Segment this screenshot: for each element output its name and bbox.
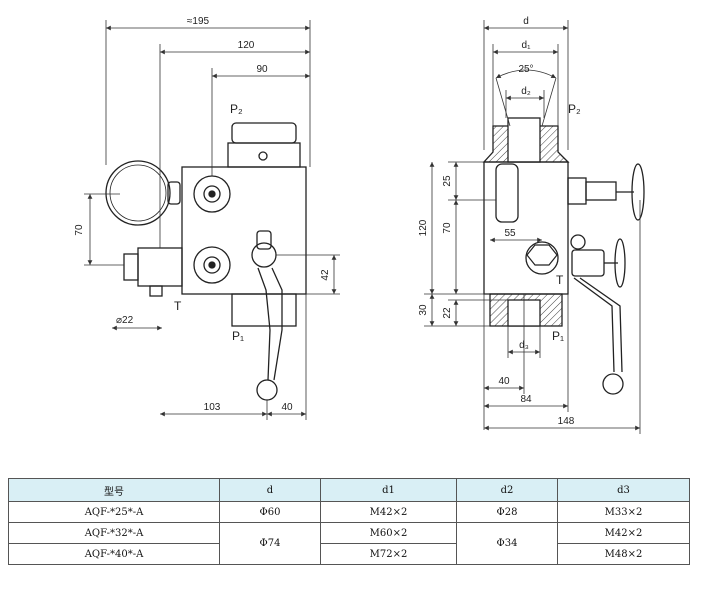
cell-model: AQF-*40*-A <box>8 543 220 565</box>
pressure-gauge <box>105 160 171 226</box>
dim-d1: d₁ <box>522 40 532 51</box>
handle-ball-left <box>256 379 278 401</box>
table-row: AQF-*32*-A Φ74 M60×2 Φ34 M42×2 <box>8 522 690 565</box>
cell-d3: M33×2 <box>557 501 690 523</box>
right-side-view <box>482 117 645 395</box>
header-model: 型号 <box>8 478 220 502</box>
valve-drawing: ≈195 120 90 70 42 ⌀22 103 40 P₂ P₁ T <box>74 16 645 434</box>
cell-model: AQF-*25*-A <box>8 501 220 523</box>
dim-55: 55 <box>504 228 516 239</box>
table-row: AQF-*40*-A M72×2 M48×2 <box>8 543 690 565</box>
dim-d3: d₃ <box>519 340 529 351</box>
dim-120-right: 120 <box>418 219 429 236</box>
header-d: d <box>219 478 321 502</box>
cell-d: Φ60 <box>219 501 321 523</box>
dim-30: 30 <box>418 304 429 316</box>
table-header-row: 型号 d d1 d2 d3 <box>8 478 690 502</box>
lower-knob <box>193 246 231 284</box>
header-d2: d2 <box>456 478 558 502</box>
dim-40-right: 40 <box>498 376 510 387</box>
dim-148: 148 <box>558 416 575 427</box>
cell-d3: M42×2 <box>557 522 690 544</box>
dim-25deg: 25° <box>518 64 533 75</box>
dim-40-left: 40 <box>281 402 293 413</box>
header-d3: d3 <box>557 478 690 502</box>
dim-70: 70 <box>74 224 85 236</box>
dim-90: 90 <box>256 64 268 75</box>
cell-d: Φ74 <box>219 522 321 565</box>
dim-22-right: 22 <box>442 307 453 319</box>
dim-25: 25 <box>442 175 453 187</box>
table-row: AQF-*25*-A Φ60 M42×2 Φ28 M33×2 <box>8 501 690 523</box>
port-p1-right: P₁ <box>552 329 564 343</box>
cell-d1: M42×2 <box>320 501 457 523</box>
dim-d: d <box>523 16 529 27</box>
handle-ball-right <box>602 373 624 395</box>
right-view-labels: d d₁ 25° d₂ 25 120 70 55 30 22 d₃ 40 84 … <box>418 16 581 427</box>
left-front-view <box>105 122 307 401</box>
dim-22: ⌀22 <box>116 315 134 326</box>
port-t-left: T <box>174 299 182 313</box>
dim-overall-width: ≈195 <box>187 16 210 27</box>
port-p1-left: P₁ <box>232 329 244 343</box>
dim-70-right: 70 <box>442 222 453 234</box>
dim-103: 103 <box>204 402 221 413</box>
cell-model: AQF-*32*-A <box>8 522 220 544</box>
port-p2-left: P₂ <box>230 102 243 116</box>
dim-d2: d₂ <box>521 86 531 97</box>
dim-84: 84 <box>520 394 532 405</box>
cell-d1: M72×2 <box>320 543 457 565</box>
port-p2-right: P₂ <box>568 102 581 116</box>
t-port-block <box>137 247 183 287</box>
dim-120: 120 <box>238 40 255 51</box>
valve-body <box>181 166 307 295</box>
header-d1: d1 <box>320 478 457 502</box>
cell-d3: M48×2 <box>557 543 690 565</box>
cell-d1: M60×2 <box>320 522 457 544</box>
cell-d2: Φ28 <box>456 501 558 523</box>
port-t-right: T <box>556 273 564 287</box>
cell-d2: Φ34 <box>456 522 558 565</box>
dim-42: 42 <box>320 269 331 281</box>
spec-table: 型号 d d1 d2 d3 AQF-*25*-A Φ60 M42×2 Φ28 M… <box>8 478 690 565</box>
left-view-labels: ≈195 120 90 70 42 ⌀22 103 40 P₂ P₁ T <box>74 16 331 413</box>
